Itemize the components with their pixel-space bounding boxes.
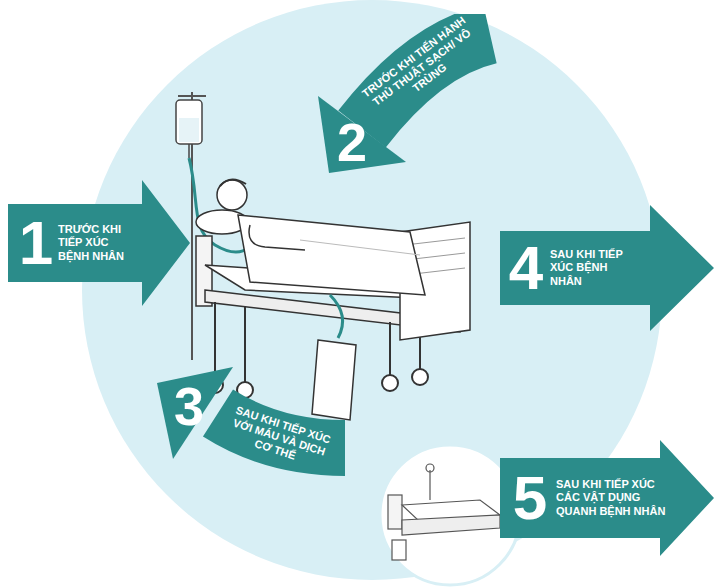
step-label: TRƯỚC KHI TIẾP XÚC BỆNH NHÂN [58,223,136,263]
step-number: 2 [320,110,385,175]
step-arrow: 2TRƯỚC KHI TIẾN HÀNH THỦ THUẬT SẠCH/ VÔ … [262,14,497,192]
step-label: SAU KHI TIẾP XÚC BỆNH NHÂN [550,248,630,288]
step-arrow: 4SAU KHI TIẾP XÚC BỆNH NHÂN [500,205,714,331]
step-label: SAU KHI TIẾP XÚC CÁC VẬT DỤNG QUANH BỆNH… [556,478,674,518]
step-arrow: 1TRƯỚC KHI TIẾP XÚC BỆNH NHÂN [8,180,190,306]
step-arrow: 5SAU KHI TIẾP XÚC CÁC VẬT DỤNG QUANH BỆN… [500,440,714,556]
step-number: 3 [157,374,222,439]
step-arrow: 3SAU KHI TIẾP XÚC VỚI MÁU VÀ DỊCH CƠ THỂ [123,328,355,486]
